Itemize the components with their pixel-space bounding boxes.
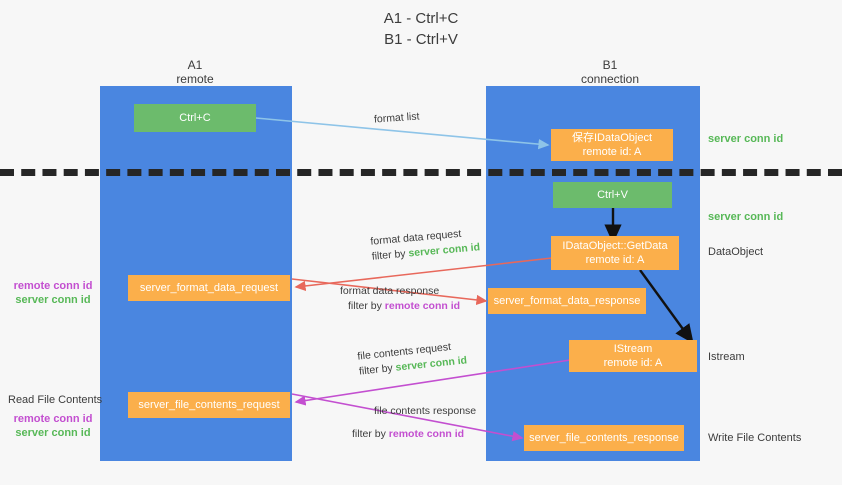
divider-dashed-line [0, 169, 842, 176]
edge-label-fdres-line1: format data response [340, 285, 440, 297]
edge-label-format-list: format list [374, 109, 420, 127]
edge-label-fcres-token: remote conn id [388, 428, 465, 440]
edge-label-format-list-line1: format list [373, 110, 420, 126]
box-ctrl-c[interactable]: Ctrl+C [134, 104, 256, 132]
column-header-b1: B1 connection [525, 58, 695, 86]
edge-label-format-data-request: format data request filter by server con… [370, 225, 481, 264]
right-label-server-conn-id-mid: server conn id [708, 211, 784, 223]
left-label-conn-ids-upper: remote conn id server conn id [8, 279, 98, 307]
column-header-a1: A1 remote [130, 58, 260, 86]
edge-label-file-contents-request: file contents request filter by server c… [357, 338, 468, 379]
edge-label-format-data-response: format data response filter by remote co… [340, 284, 460, 314]
box-server-file-contents-response[interactable]: server_file_contents_response [524, 425, 684, 451]
right-label-server-conn-id-top: server conn id [708, 133, 784, 145]
box-server-format-data-request[interactable]: server_format_data_request [128, 275, 290, 301]
right-label-dataobject: DataObject [708, 246, 764, 258]
edge-label-fdreq-token: server conn id [407, 241, 481, 260]
column-a1-name: A1 [187, 58, 203, 72]
box-ctrl-v[interactable]: Ctrl+V [553, 182, 672, 208]
box-save-idataobject-line2: remote id: A [582, 146, 642, 158]
left-label-lower-server: server conn id [15, 427, 91, 439]
edge-label-fdreq-prefix: filter by [371, 247, 409, 263]
box-server-file-contents-response-label: server_file_contents_response [529, 432, 679, 444]
diagram-title: A1 - Ctrl+C B1 - Ctrl+V [0, 8, 842, 50]
box-istream-line1: IStream [613, 343, 653, 355]
box-getdata-line2: remote id: A [585, 254, 645, 266]
box-server-format-data-response-label: server_format_data_response [493, 295, 641, 307]
box-save-idataobject-line1: 保存IDataObject [571, 132, 653, 144]
left-label-lower-remote: remote conn id [13, 413, 93, 425]
column-b1-sub: connection [580, 72, 640, 86]
left-label-upper-server: server conn id [15, 294, 91, 306]
box-getdata-line1: IDataObject::GetData [562, 240, 668, 252]
box-server-file-contents-request-label: server_file_contents_request [138, 399, 280, 411]
box-server-file-contents-request[interactable]: server_file_contents_request [128, 392, 290, 418]
box-ctrl-v-label: Ctrl+V [597, 189, 628, 201]
edge-label-file-contents-response: file contents response filter by remote … [352, 404, 476, 442]
column-a1-sub: remote [176, 72, 214, 86]
edge-label-fcreq-prefix: filter by [358, 361, 397, 378]
box-idataobject-getdata[interactable]: IDataObject::GetData remote id: A [551, 236, 679, 270]
right-label-istream: Istream [708, 351, 745, 363]
title-line-1: A1 - Ctrl+C [383, 10, 459, 27]
left-label-read-file-contents: Read File Contents [8, 394, 103, 406]
box-server-format-data-response[interactable]: server_format_data_response [488, 288, 646, 314]
edge-label-fdres-token: remote conn id [384, 300, 461, 312]
edge-label-fdres-prefix: filter by [348, 300, 385, 312]
edge-label-fcres-line1: file contents response [374, 405, 477, 417]
edge-label-fcres-prefix: filter by [352, 428, 389, 440]
box-istream[interactable]: IStream remote id: A [569, 340, 697, 372]
box-save-idataobject[interactable]: 保存IDataObject remote id: A [551, 129, 673, 161]
column-b1-name: B1 [602, 58, 618, 72]
left-label-upper-remote: remote conn id [13, 280, 93, 292]
right-label-write-file-contents: Write File Contents [708, 432, 802, 444]
box-istream-line2: remote id: A [603, 357, 663, 369]
box-ctrl-c-label: Ctrl+C [179, 112, 211, 124]
box-server-format-data-request-label: server_format_data_request [139, 282, 279, 294]
title-line-2: B1 - Ctrl+V [384, 31, 458, 48]
left-label-conn-ids-lower: remote conn id server conn id [8, 412, 98, 440]
